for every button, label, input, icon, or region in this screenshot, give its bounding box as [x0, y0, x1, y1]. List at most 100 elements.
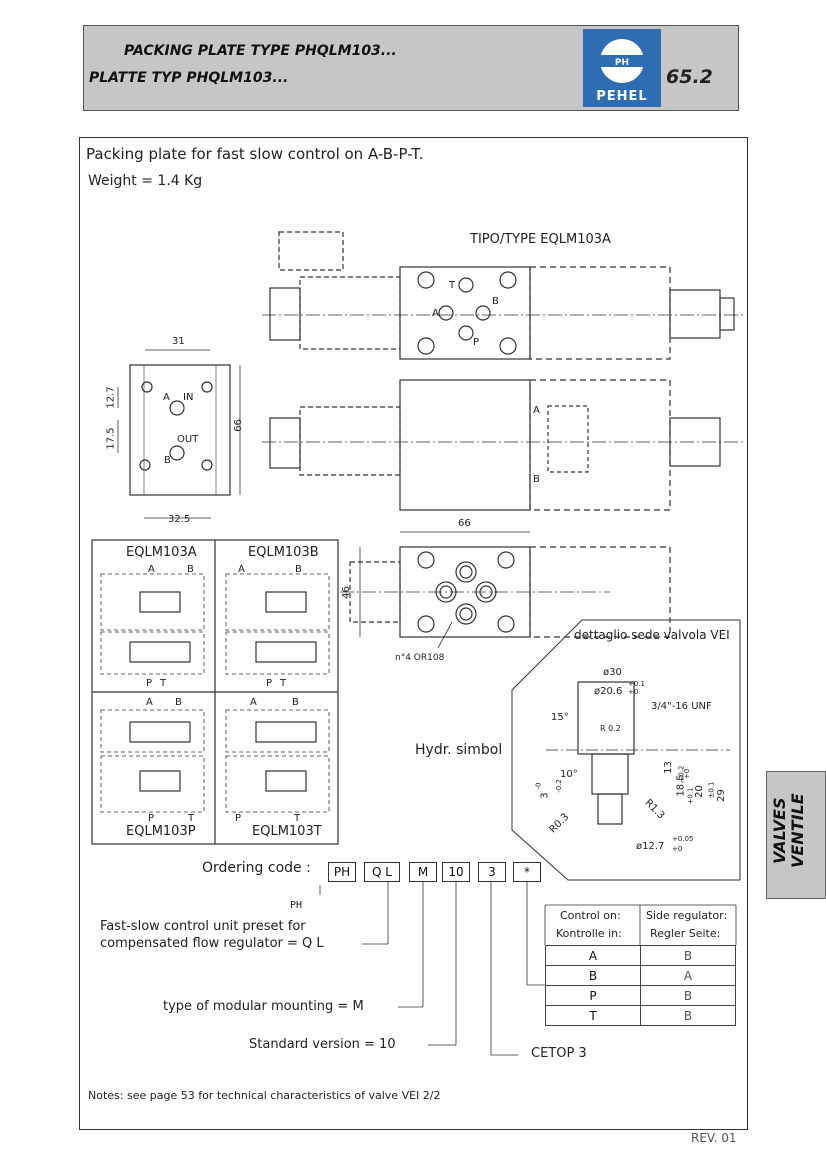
dim-d12-7-tol-dn: +0	[672, 845, 683, 853]
control-on-cell: P	[545, 985, 641, 1006]
content-frame	[79, 137, 748, 1130]
control-on-header-en: Control on:	[560, 909, 621, 922]
symbol-t-port-p: P	[235, 813, 242, 824]
dim-d12-7-tol-up: +0.05	[672, 835, 694, 843]
side-regulator-cell: A	[640, 965, 736, 986]
dim-d20-tol: ±0.1	[707, 781, 716, 799]
code-box-ph: PH	[328, 862, 356, 882]
hydraulic-symbol-caption: Hydr. simbol	[415, 742, 503, 758]
side-regulator-header-de: Regler Seite:	[650, 927, 721, 940]
plate-a-label: A	[163, 392, 170, 403]
port-b-label: B	[492, 296, 499, 307]
symbol-b-port-a: A	[238, 564, 245, 575]
symbol-name-p: EQLM103P	[126, 824, 196, 839]
symbol-p-port-t: T	[188, 813, 195, 824]
symbol-a-port-a: A	[148, 564, 155, 575]
symbol-t-port-t: T	[294, 813, 301, 824]
symbol-a-port-b: B	[187, 564, 194, 575]
dim-d13: 13	[662, 761, 674, 774]
ql-description-line1: Fast-slow control unit preset for	[100, 919, 306, 934]
section-side-tab	[766, 771, 826, 899]
symbol-b-port-t: T	[280, 678, 287, 689]
symbol-name-b: EQLM103B	[248, 545, 319, 560]
table-row: P B	[545, 985, 736, 1006]
dim-angle10: 10°	[560, 769, 578, 780]
side-regulator-cell: B	[640, 985, 736, 1006]
type-label: TIPO/TYPE EQLM103A	[470, 232, 611, 247]
revision-label: REV. 01	[691, 1131, 737, 1145]
dim-d3-tol-up: -0	[534, 782, 543, 790]
code-box-ql: Q L	[364, 862, 400, 882]
table-row: B A	[545, 965, 736, 986]
plate-width-dim: 31	[172, 336, 185, 347]
symbol-b-port-b: B	[295, 564, 302, 575]
dim-d12-7: ø12.7	[636, 841, 665, 852]
pehel-logo-mark: PH	[600, 39, 644, 83]
symbol-t-port-a: A	[250, 697, 257, 708]
notes: Notes: see page 53 for technical charact…	[88, 1089, 441, 1102]
dim-d20: 20	[693, 785, 705, 798]
port-a-label: A	[432, 308, 439, 319]
code-box-version: 10	[442, 862, 470, 882]
symbol-a-port-p: P	[146, 678, 153, 689]
dim-d18-5: 18.5	[675, 774, 687, 797]
oring-label: n°4 OR108	[395, 653, 445, 663]
symbol-b-port-p: P	[266, 678, 273, 689]
dim-d30: ø30	[603, 667, 622, 678]
logo-word: PEHEL	[596, 89, 648, 104]
symbol-a-port-t: T	[160, 678, 167, 689]
port-p-label: P	[473, 337, 480, 348]
symbol-p-port-b: B	[175, 697, 182, 708]
modular-mounting-description: type of modular mounting = M	[163, 999, 364, 1014]
dim-d3: 3	[539, 792, 551, 799]
dim-d20-6-tol-up: +0.1	[628, 680, 645, 688]
dim-thread: 3/4"-16 UNF	[651, 701, 712, 712]
page-number: 65.2	[666, 66, 713, 88]
weight-label: Weight = 1.4 Kg	[88, 173, 203, 189]
pehel-logo: PH	[583, 29, 661, 107]
plate-bottom-dim: 32.5	[168, 514, 191, 525]
dim-r02: R 0.2	[600, 724, 621, 733]
symbol-t-port-b: B	[292, 697, 299, 708]
plate-b-label: B	[164, 455, 171, 466]
ql-description-line2: compensated flow regulator = Q L	[100, 936, 324, 951]
dim-angle15: 15°	[551, 712, 569, 723]
dim-d20-6: ø20.6	[594, 686, 623, 697]
symbol-p-port-p: P	[148, 813, 155, 824]
standard-version-description: Standard version = 10	[249, 1037, 396, 1052]
plate-in-label: IN	[183, 392, 194, 403]
control-on-cell: B	[545, 965, 641, 986]
plate-out-label: OUT	[177, 434, 199, 445]
table-row: T B	[545, 1005, 736, 1026]
cetop-label: CETOP 3	[531, 1046, 587, 1061]
side-a-label: A	[533, 405, 540, 416]
control-table: A B B A P B T B	[545, 945, 736, 1026]
ph-note: PH	[290, 900, 303, 911]
side-tab-valves: VALVES	[770, 797, 789, 864]
bottom-height-dim: 46	[340, 586, 352, 599]
plate-height-dim: 66	[232, 419, 244, 432]
control-on-header-de: Kontrolle in:	[556, 927, 622, 940]
dim-d29: 29	[715, 789, 727, 802]
control-on-cell: T	[545, 1005, 641, 1026]
port-t-label: T	[449, 280, 456, 291]
page-title: Packing plate for fast slow control on A…	[86, 145, 424, 163]
symbol-name-a: EQLM103A	[126, 545, 197, 560]
side-regulator-cell: B	[640, 1005, 736, 1026]
side-tab-ventile: VENTILE	[788, 793, 807, 868]
side-regulator-header-en: Side regulator:	[646, 909, 728, 922]
code-box-m: M	[409, 862, 437, 882]
code-box-side: *	[513, 862, 541, 882]
side-b-label: B	[533, 474, 540, 485]
ordering-code-label: Ordering code :	[202, 860, 311, 876]
side-regulator-cell: B	[640, 945, 736, 966]
plate-mid-offset-dim: 17.5	[105, 427, 117, 450]
table-row: A B	[545, 945, 736, 966]
control-on-cell: A	[545, 945, 641, 966]
header-title-en: PACKING PLATE TYPE PHQLM103...	[124, 43, 397, 59]
dim-d3-tol-dn: -0.2	[554, 779, 563, 793]
symbol-name-t: EQLM103T	[252, 824, 322, 839]
code-box-cetop: 3	[478, 862, 506, 882]
detail-title: dettaglio sede valvola VEI	[574, 628, 730, 642]
